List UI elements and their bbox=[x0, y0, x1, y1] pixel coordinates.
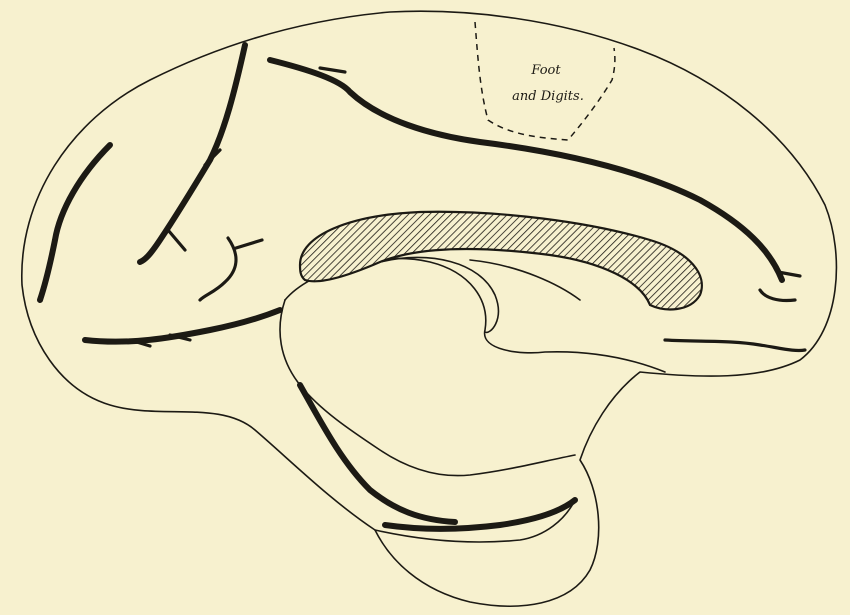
region-label-digits: and Digits. bbox=[512, 89, 584, 104]
fornix-inner bbox=[470, 260, 580, 300]
frontal-sulcus-b bbox=[200, 238, 236, 300]
calcarine-notch bbox=[760, 290, 795, 301]
brainstem-outline bbox=[280, 300, 575, 476]
foot-digits-region-outline bbox=[475, 22, 615, 140]
frontal-sulcus-a bbox=[40, 145, 110, 300]
cingulate-spur bbox=[168, 150, 220, 250]
region-label-foot: Foot bbox=[530, 63, 561, 78]
frontal-sulcus-b-spur bbox=[236, 240, 262, 248]
occipital-sulcus bbox=[665, 340, 805, 351]
fornix bbox=[380, 257, 498, 332]
rhinal-sulcus bbox=[300, 385, 455, 522]
corpus-callosum bbox=[300, 212, 702, 310]
cerebellum-outline bbox=[375, 500, 575, 542]
